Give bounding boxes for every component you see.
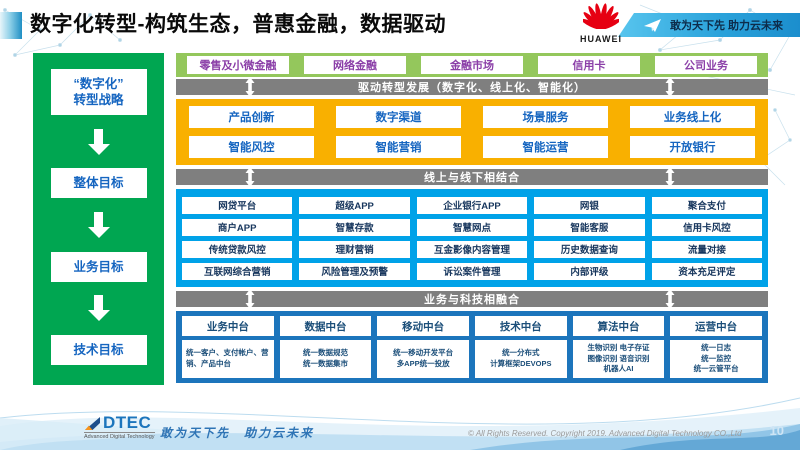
application-box: 聚合支付 [651, 196, 763, 214]
application-box: 理财营销 [299, 240, 410, 258]
huawei-logo: HUAWEI [576, 3, 626, 44]
application-row: 传统贷款风控 理财营销 互金影像内容管理 历史数据查询 流量对接 [182, 240, 763, 258]
platform-column-data: 数据中台 统一数据规范 统一数据集市 [279, 316, 372, 378]
strategy-sidebar: “数字化” 转型战略 整体目标 业务目标 技术目标 [33, 53, 164, 385]
capability-box: 业务线上化 [630, 106, 755, 128]
bar-label: 业务与科技相融合 [424, 294, 520, 306]
tech-fusion-bar: 业务与科技相融合 [176, 289, 768, 309]
capability-box: 场景服务 [483, 106, 608, 128]
title-accent-bar [0, 12, 22, 39]
platform-detail: 统一分布式 计算框架DEVOPS [474, 340, 567, 378]
down-arrow-icon [87, 295, 110, 322]
platform-detail: 统一移动开发平台 多APP统一投放 [377, 340, 469, 378]
dtec-logo: DTEC Advanced Digital Technology [84, 414, 155, 440]
capability-row: 产品创新 数字渠道 场景服务 业务线上化 [189, 106, 755, 128]
platform-title: 技术中台 [474, 316, 567, 336]
application-box: 互联网综合营销 [182, 262, 293, 280]
application-box: 资本充足评定 [651, 262, 763, 280]
application-box: 智慧存款 [299, 218, 410, 236]
slogan-banner: 敢为天下先 助力云未来 [618, 13, 800, 37]
dtec-wordmark: DTEC [103, 413, 152, 432]
capability-section: 产品创新 数字渠道 场景服务 业务线上化 智能风控 智能营销 智能运营 开放银行 [176, 99, 768, 165]
platform-column-operations: 运营中台 统一日志 统一监控 统一云管平台 [670, 316, 762, 378]
huawei-wordmark: HUAWEI [580, 34, 622, 44]
capability-box: 产品创新 [189, 106, 314, 128]
application-box: 网银 [534, 196, 645, 214]
segment-box: 零售及小微金融 [187, 56, 289, 74]
online-offline-bar: 线上与线下相结合 [176, 167, 768, 187]
platform-column-business: 业务中台 统一客户、支付帐户、营销、产品中台 [182, 316, 274, 378]
footer-slogan: 敢为天下先 助力云未来 [160, 426, 315, 440]
capability-box: 开放银行 [630, 136, 755, 158]
application-row: 商户APP 智慧存款 智慧网点 智能客服 信用卡风控 [182, 218, 763, 236]
double-arrow-icon [245, 289, 255, 309]
copyright-text: © All Rights Reserved. Copyright 2019. A… [468, 429, 742, 438]
application-box: 网贷平台 [182, 196, 293, 214]
down-arrow-icon [87, 211, 110, 238]
segment-box: 公司业务 [655, 56, 757, 74]
platform-title: 运营中台 [670, 316, 762, 336]
sidebar-item-business-goal: 业务目标 [50, 251, 147, 282]
application-box: 内部评级 [534, 262, 645, 280]
platform-column-mobile: 移动中台 统一移动开发平台 多APP统一投放 [377, 316, 469, 378]
application-box: 互金影像内容管理 [416, 240, 528, 258]
platform-title: 算法中台 [572, 316, 665, 336]
capability-box: 数字渠道 [336, 106, 461, 128]
dtec-arrow-icon [85, 417, 100, 430]
capability-box: 智能运营 [483, 136, 608, 158]
double-arrow-icon [245, 77, 255, 97]
application-box: 智慧网点 [416, 218, 528, 236]
platform-title: 数据中台 [279, 316, 372, 336]
bar-label: 驱动转型发展（数字化、线上化、智能化） [358, 82, 586, 94]
down-arrow-icon [87, 128, 110, 155]
huawei-flower-icon [581, 3, 621, 30]
double-arrow-icon [665, 77, 675, 97]
paper-plane-icon [644, 18, 661, 32]
banner-slogan: 敢为天下先 助力云未来 [670, 20, 784, 32]
capability-box: 智能营销 [336, 136, 461, 158]
platform-column-algorithm: 算法中台 生物识别 电子存证 图像识别 语音识别 机器人AI [572, 316, 665, 378]
page-number: 10 [769, 423, 784, 438]
application-box: 信用卡风控 [651, 218, 763, 236]
drive-transformation-bar: 驱动转型发展（数字化、线上化、智能化） [176, 77, 768, 97]
sidebar-item-strategy: “数字化” 转型战略 [50, 69, 147, 115]
double-arrow-icon [245, 167, 255, 187]
platform-detail: 统一数据规范 统一数据集市 [279, 340, 372, 378]
double-arrow-icon [665, 167, 675, 187]
platform-detail: 生物识别 电子存证 图像识别 语音识别 机器人AI [572, 340, 665, 378]
application-box: 商户APP [182, 218, 293, 236]
sidebar-item-tech-goal: 技术目标 [50, 334, 147, 365]
application-box: 超级APP [299, 196, 410, 214]
capability-box: 智能风控 [189, 136, 314, 158]
platform-title: 移动中台 [377, 316, 469, 336]
application-box: 风险管理及预警 [299, 262, 410, 280]
application-section: 网贷平台 超级APP 企业银行APP 网银 聚合支付 商户APP 智慧存款 智慧… [176, 189, 768, 287]
platform-column-tech: 技术中台 统一分布式 计算框架DEVOPS [474, 316, 567, 378]
application-row: 网贷平台 超级APP 企业银行APP 网银 聚合支付 [182, 196, 763, 214]
double-arrow-icon [665, 289, 675, 309]
segment-box: 信用卡 [538, 56, 640, 74]
application-box: 传统贷款风控 [182, 240, 293, 258]
platform-title: 业务中台 [182, 316, 274, 336]
application-box: 智能客服 [534, 218, 645, 236]
business-segments-row: 零售及小微金融 网络金融 金融市场 信用卡 公司业务 [176, 53, 768, 77]
application-box: 企业银行APP [416, 196, 528, 214]
page-title: 数字化转型-构筑生态，普惠金融，数据驱动 [30, 13, 446, 36]
segment-box: 网络金融 [304, 56, 406, 74]
platform-detail: 统一客户、支付帐户、营销、产品中台 [182, 340, 274, 378]
platform-detail: 统一日志 统一监控 统一云管平台 [670, 340, 762, 378]
segment-box: 金融市场 [421, 56, 523, 74]
platform-section: 业务中台 统一客户、支付帐户、营销、产品中台 数据中台 统一数据规范 统一数据集… [176, 311, 768, 383]
application-row: 互联网综合营销 风险管理及预警 诉讼案件管理 内部评级 资本充足评定 [182, 262, 763, 280]
application-box: 历史数据查询 [534, 240, 645, 258]
application-box: 流量对接 [651, 240, 763, 258]
bar-label: 线上与线下相结合 [424, 172, 520, 184]
application-box: 诉讼案件管理 [416, 262, 528, 280]
sidebar-item-overall-goal: 整体目标 [50, 168, 147, 199]
capability-row: 智能风控 智能营销 智能运营 开放银行 [189, 136, 755, 158]
dtec-subtext: Advanced Digital Technology [84, 432, 155, 440]
